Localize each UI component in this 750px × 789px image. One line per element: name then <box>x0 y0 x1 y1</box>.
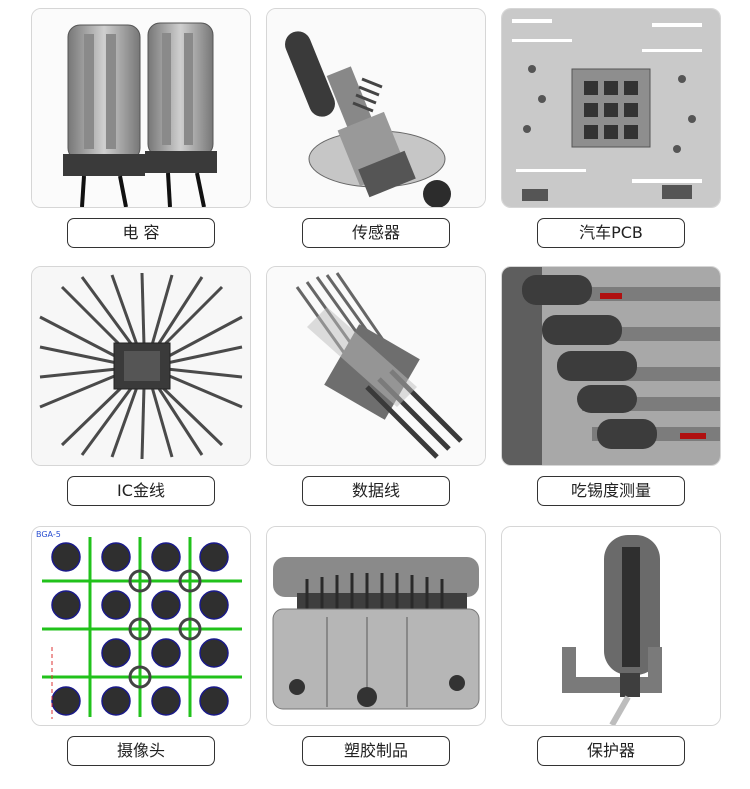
camera-xray-image: BGA-5 <box>31 526 251 726</box>
sensor-xray-image <box>266 8 486 208</box>
protector-xray-image <box>501 526 721 726</box>
capacitor-xray-image <box>31 8 251 208</box>
bga-grid: BGA-5 <box>32 527 250 725</box>
data-cable-label[interactable]: 数据线 <box>302 476 450 506</box>
data-cable-xray-image <box>266 266 486 466</box>
camera-label[interactable]: 摄像头 <box>67 736 215 766</box>
auto-pcb-xray-image <box>501 8 721 208</box>
auto-pcb-label[interactable]: 汽车PCB <box>537 218 685 248</box>
overlay-label: BGA-5 <box>36 530 61 539</box>
solder-wetting-xray-image <box>501 266 721 466</box>
ic-gold-wire-xray-image <box>31 266 251 466</box>
ic-gold-wire-label[interactable]: IC金线 <box>67 476 215 506</box>
sensor-label[interactable]: 传感器 <box>302 218 450 248</box>
plastic-parts-xray-image <box>266 526 486 726</box>
plastic-parts-label[interactable]: 塑胶制品 <box>302 736 450 766</box>
solder-wetting-label[interactable]: 吃锡度测量 <box>537 476 685 506</box>
protector-label[interactable]: 保护器 <box>537 736 685 766</box>
capacitor-label[interactable]: 电 容 <box>67 218 215 248</box>
